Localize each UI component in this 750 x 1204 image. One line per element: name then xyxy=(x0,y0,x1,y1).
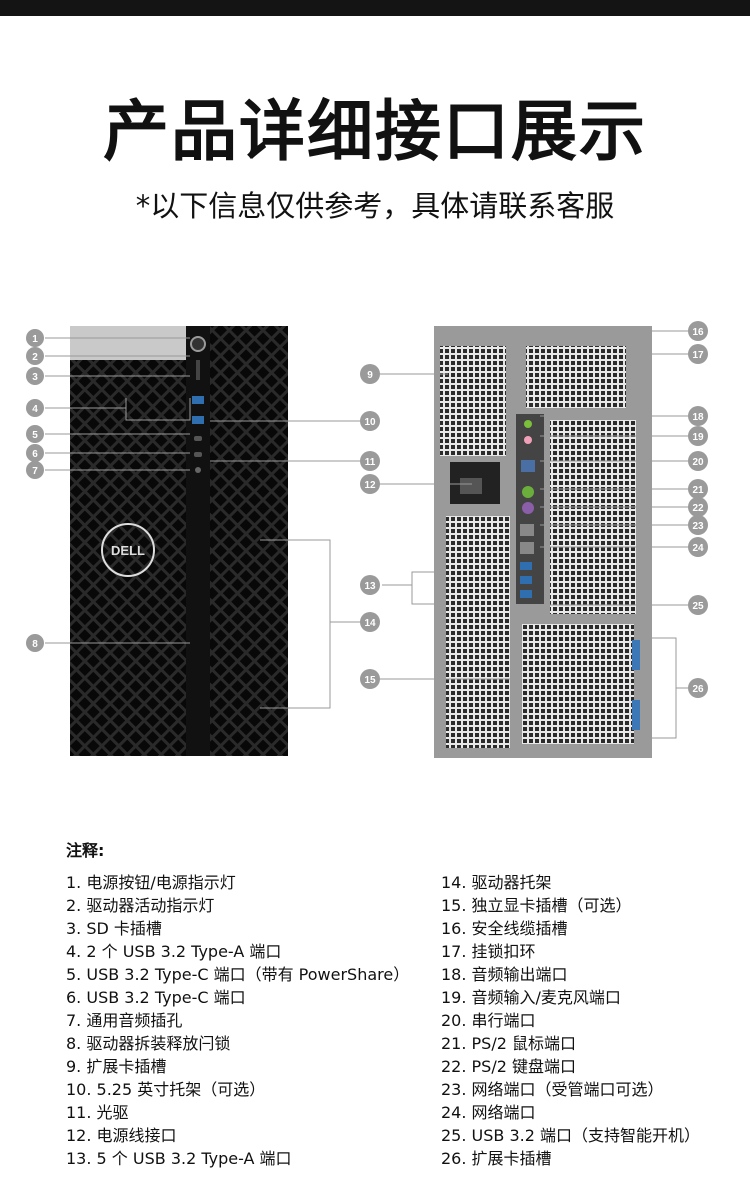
note-item: 20. 串行端口 xyxy=(441,1011,536,1030)
callout-12: 12 xyxy=(360,474,380,494)
callout-1: 1 xyxy=(26,329,44,347)
svg-text:16: 16 xyxy=(692,327,704,338)
usb-c-port xyxy=(194,452,202,457)
svg-text:22: 22 xyxy=(692,503,704,514)
callout-3: 3 xyxy=(26,367,44,385)
svg-text:11: 11 xyxy=(365,457,376,468)
svg-text:2: 2 xyxy=(32,352,38,363)
callout-21: 21 xyxy=(688,479,708,499)
dell-logo xyxy=(101,523,155,577)
svg-text:24: 24 xyxy=(692,543,704,554)
svg-text:12: 12 xyxy=(364,480,376,491)
note-item: 5. USB 3.2 Type-C 端口（带有 PowerShare） xyxy=(66,965,410,984)
note-item: 1. 电源按钮/电源指示灯 xyxy=(66,873,236,892)
svg-text:4: 4 xyxy=(32,404,38,415)
callout-20: 20 xyxy=(688,451,708,471)
note-item: 10. 5.25 英寸托架（可选） xyxy=(66,1080,266,1099)
note-item: 21. PS/2 鼠标端口 xyxy=(441,1034,576,1053)
note-item: 19. 音频输入/麦克风端口 xyxy=(441,988,621,1007)
workstation-diagram: DELL xyxy=(26,321,708,758)
callout-15: 15 xyxy=(360,669,380,689)
note-item: 3. SD 卡插槽 xyxy=(66,919,162,938)
callout-19: 19 xyxy=(688,426,708,446)
note-item: 24. 网络端口 xyxy=(441,1103,536,1122)
svg-text:26: 26 xyxy=(692,684,704,695)
svg-text:23: 23 xyxy=(692,521,704,532)
svg-text:1: 1 xyxy=(32,334,38,345)
note-item: 8. 驱动器拆装释放闩锁 xyxy=(66,1034,231,1053)
callout-17: 17 xyxy=(688,344,708,364)
note-item: 7. 通用音频插孔 xyxy=(66,1011,183,1030)
callout-7: 7 xyxy=(26,461,44,479)
callout-22: 22 xyxy=(688,497,708,517)
note-item: 15. 独立显卡插槽（可选） xyxy=(441,896,632,915)
svg-text:14: 14 xyxy=(364,618,376,629)
note-item: 12. 电源线接口 xyxy=(66,1126,177,1145)
note-item: 6. USB 3.2 Type-C 端口 xyxy=(66,988,246,1007)
callout-18: 18 xyxy=(688,406,708,426)
callout-16: 16 xyxy=(688,321,708,341)
svg-text:6: 6 xyxy=(32,449,38,460)
top-bar xyxy=(0,0,750,16)
callout-2: 2 xyxy=(26,347,44,365)
note-item: 26. 扩展卡插槽 xyxy=(441,1149,552,1168)
callout-5: 5 xyxy=(26,425,44,443)
svg-text:15: 15 xyxy=(364,675,376,686)
callout-14: 14 xyxy=(360,612,380,632)
note-item: 18. 音频输出端口 xyxy=(441,965,568,984)
callout-4: 4 xyxy=(26,399,44,417)
power-button[interactable] xyxy=(190,336,206,352)
notes-heading: 注释: xyxy=(66,841,105,860)
audio-jack xyxy=(195,467,201,473)
note-item: 22. PS/2 键盘端口 xyxy=(441,1057,576,1076)
notes-list-left: 1. 电源按钮/电源指示灯 2. 驱动器活动指示灯 3. SD 卡插槽 4. 2… xyxy=(66,871,409,1170)
front-chassis: DELL xyxy=(70,326,288,756)
note-item: 14. 驱动器托架 xyxy=(441,873,552,892)
page-title: 产品详细接口展示 xyxy=(103,93,647,170)
note-item: 11. 光驱 xyxy=(66,1103,129,1122)
note-item: 17. 挂锁扣环 xyxy=(441,942,536,961)
callout-9: 9 xyxy=(360,364,380,384)
svg-text:18: 18 xyxy=(692,412,704,423)
notes-list-right: 14. 驱动器托架 15. 独立显卡插槽（可选） 16. 安全线缆插槽 17. … xyxy=(441,871,700,1170)
svg-text:3: 3 xyxy=(32,372,38,383)
note-item: 16. 安全线缆插槽 xyxy=(441,919,568,938)
usb-c-port xyxy=(194,436,202,441)
svg-text:9: 9 xyxy=(367,370,373,381)
svg-text:DELL: DELL xyxy=(111,543,145,558)
svg-text:21: 21 xyxy=(692,485,704,496)
usb-a-port xyxy=(192,396,204,404)
callout-23: 23 xyxy=(688,515,708,535)
note-item: 2. 驱动器活动指示灯 xyxy=(66,896,215,915)
svg-text:7: 7 xyxy=(32,466,38,477)
page-subtitle: *以下信息仅供参考，具体请联系客服 xyxy=(135,189,615,223)
svg-text:10: 10 xyxy=(364,417,376,428)
note-item: 25. USB 3.2 端口（支持智能开机） xyxy=(441,1126,700,1145)
callout-lines xyxy=(45,330,688,739)
callout-8: 8 xyxy=(26,634,44,652)
note-item: 13. 5 个 USB 3.2 Type-A 端口 xyxy=(66,1149,292,1168)
usb-a-port xyxy=(192,416,204,424)
svg-text:5: 5 xyxy=(32,430,38,441)
svg-text:20: 20 xyxy=(692,457,704,468)
callout-11: 11 xyxy=(360,451,380,471)
callout-6: 6 xyxy=(26,444,44,462)
svg-text:25: 25 xyxy=(692,601,704,612)
callout-10: 10 xyxy=(360,411,380,431)
sd-card-slot xyxy=(196,360,200,380)
svg-text:17: 17 xyxy=(692,350,704,361)
svg-text:19: 19 xyxy=(692,432,704,443)
expansion-slots xyxy=(522,624,634,744)
callout-26: 26 xyxy=(688,678,708,698)
note-item: 4. 2 个 USB 3.2 Type-A 端口 xyxy=(66,942,282,961)
rear-chassis xyxy=(434,326,652,758)
power-connector xyxy=(460,478,482,494)
note-item: 23. 网络端口（受管端口可选） xyxy=(441,1080,664,1099)
svg-text:13: 13 xyxy=(364,581,376,592)
note-item: 9. 扩展卡插槽 xyxy=(66,1057,167,1076)
callout-25: 25 xyxy=(688,595,708,615)
svg-text:8: 8 xyxy=(32,639,38,650)
callout-24: 24 xyxy=(688,537,708,557)
callout-13: 13 xyxy=(360,575,380,595)
